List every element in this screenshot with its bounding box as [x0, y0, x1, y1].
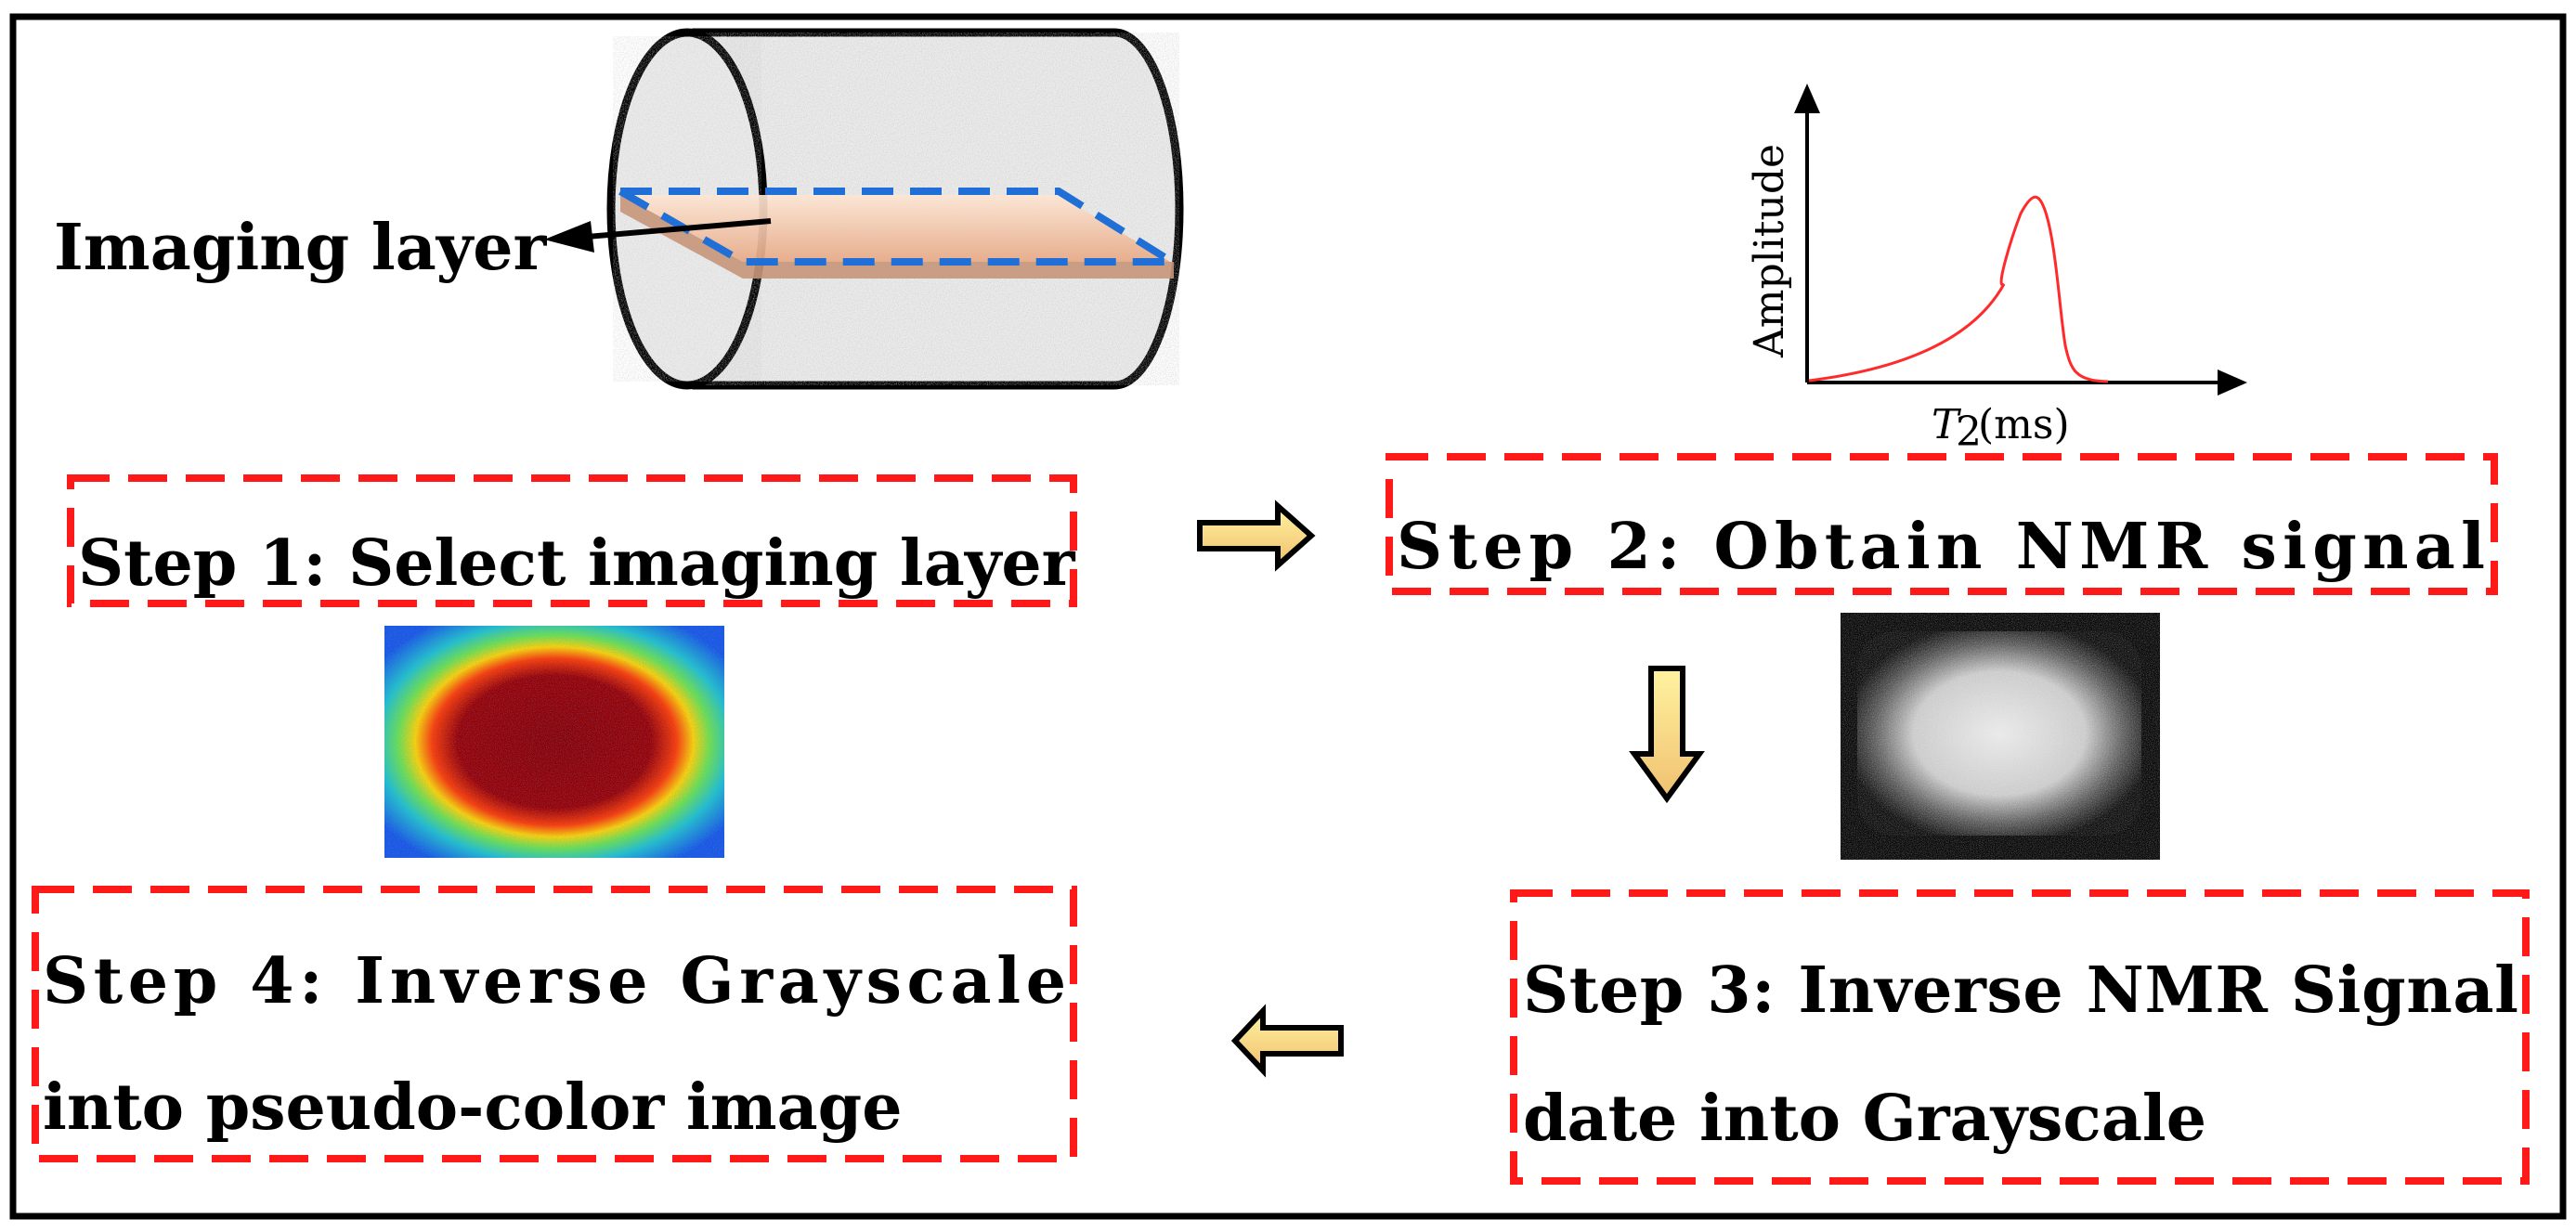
- pseudo-color-image: [384, 626, 724, 858]
- step4-label-line2: into pseudo-color image: [43, 1070, 902, 1145]
- imaging-slice: [620, 195, 1170, 262]
- step1-box: [67, 474, 1077, 607]
- imaging-layer-pointer: [586, 218, 772, 240]
- step2-label: Step 2: Obtain NMR signal: [1397, 510, 2485, 584]
- imaging-layer-pointer-head: [544, 221, 594, 253]
- x-axis-arrowhead: [2218, 370, 2247, 396]
- step3-box: [1510, 889, 2530, 1185]
- x-axis-label: T 2 (ms): [1932, 401, 2070, 456]
- step3-label-line1: Step 3: Inverse NMR Signal: [1523, 953, 2518, 1028]
- arrow-step3-to-step4: [1230, 1004, 1344, 1078]
- y-axis-label: Amplitude: [1746, 144, 1793, 358]
- y-axis-arrowhead: [1794, 84, 1820, 113]
- step4-box: [32, 886, 1077, 1162]
- grayscale-image: [1841, 613, 2160, 860]
- imaging-slice-outline: [606, 188, 1185, 266]
- t2-spectrum-plot: Amplitude T 2 (ms): [1746, 84, 2247, 456]
- svg-text:T: T: [1932, 401, 1962, 448]
- step3-label-line2: date into Grayscale: [1523, 1082, 2206, 1156]
- imaging-layer-label: Imaging layer: [54, 211, 548, 285]
- cylinder-sample: [544, 28, 1185, 390]
- step2-box: [1386, 453, 2498, 595]
- svg-text:(ms): (ms): [1978, 401, 2070, 448]
- arrow-step1-to-step2: [1197, 499, 1316, 572]
- step1-label: Step 1: Select imaging layer: [78, 526, 1076, 601]
- step4-label-line1: Step 4: Inverse Grayscale: [43, 944, 1066, 1018]
- svg-text:2: 2: [1956, 409, 1982, 456]
- t2-peak-curve: [1808, 195, 2109, 383]
- arrow-step2-to-step3: [1629, 666, 1705, 804]
